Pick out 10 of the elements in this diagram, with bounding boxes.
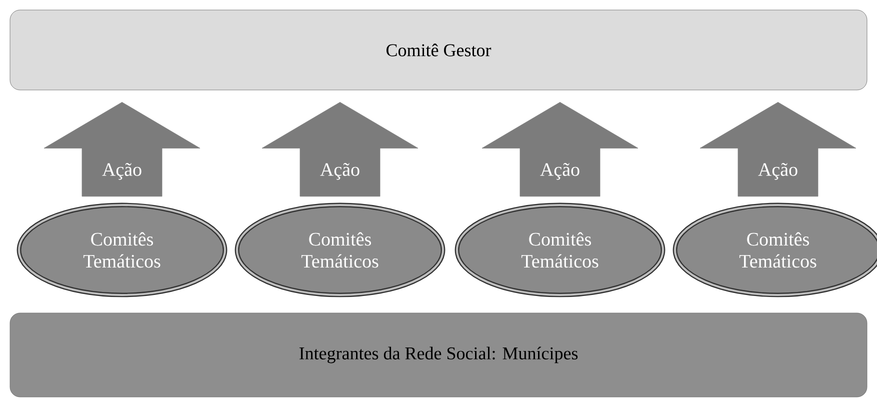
edge-label: Ação [758,162,798,180]
block-arrow [262,102,418,197]
block-arrow [44,102,200,197]
base-bar: Integrantes da Rede Social: Munícipes [10,312,868,398]
header-bar: Comitê Gestor [10,10,868,90]
edge-label: Ação [540,162,580,180]
edge-label: Ação [102,162,142,180]
block-arrow [700,102,856,197]
edge-label: Ação [320,162,360,180]
block-arrow [482,102,638,197]
